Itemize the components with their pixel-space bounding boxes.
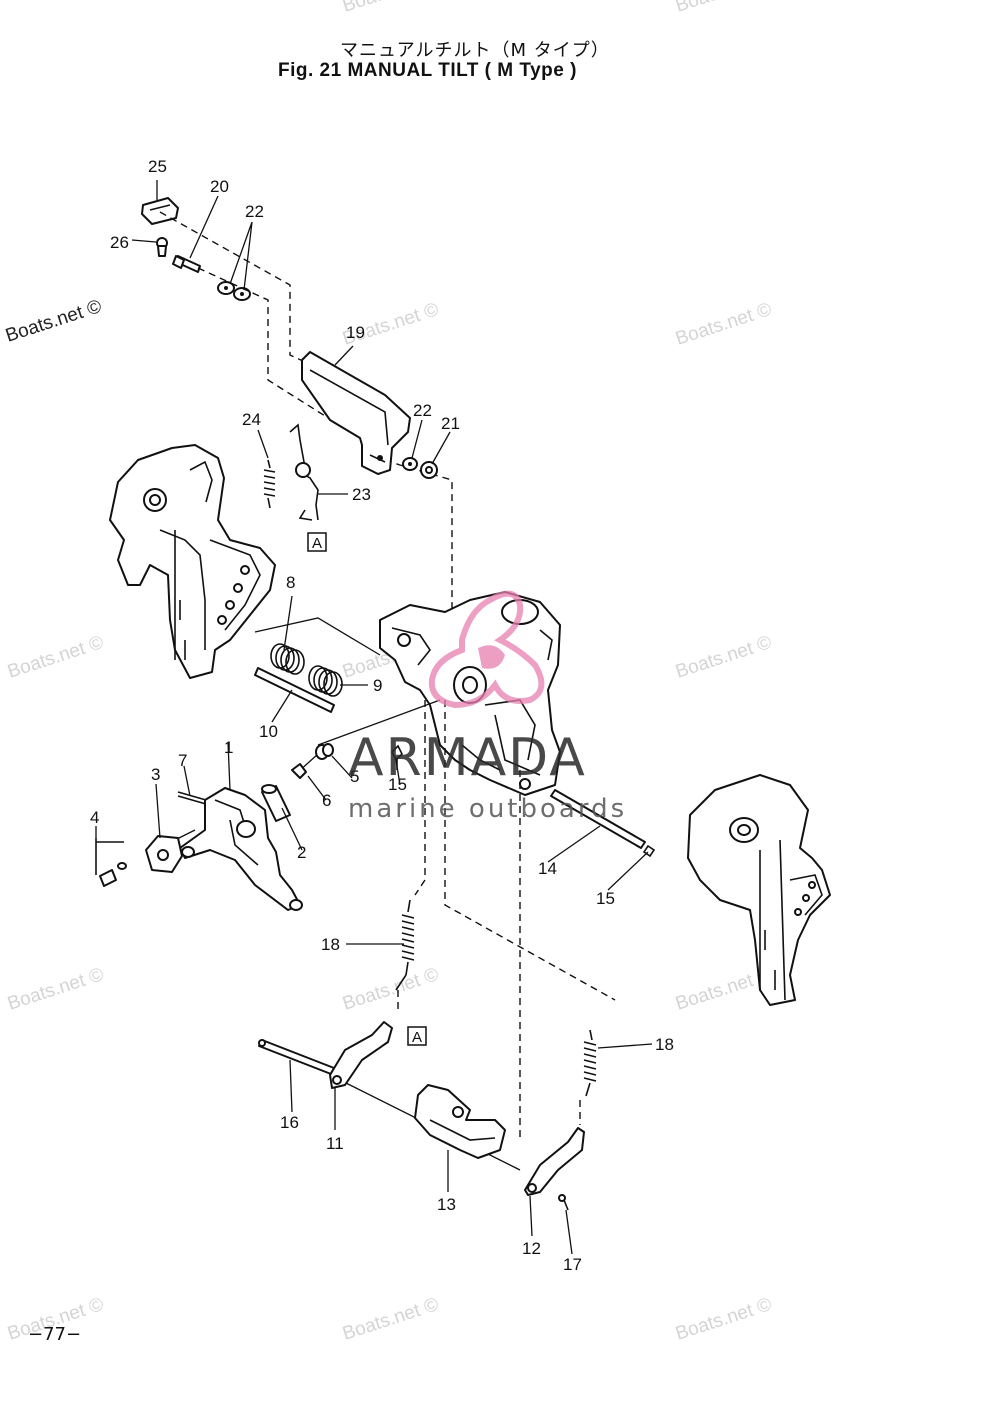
part-5-spring [315, 743, 334, 760]
callout-5: 5 [350, 767, 359, 786]
callout-4: 4 [90, 808, 99, 827]
callout-18: 18 [321, 935, 340, 954]
part-20-bolt [172, 255, 201, 273]
part-13-lever [414, 1084, 506, 1159]
figure-title-japanese: マニュアルチルト（M タイプ） [340, 40, 610, 61]
callout-13: 13 [437, 1195, 456, 1214]
part-10-rod [254, 667, 335, 713]
callout-7: 7 [178, 751, 187, 770]
callout-11: 11 [326, 1134, 344, 1153]
callout-12: 12 [522, 1239, 541, 1258]
part-4-bolt [95, 838, 127, 887]
callout-19: 19 [346, 323, 365, 342]
part-3-plate [145, 835, 183, 873]
armada-logo [428, 590, 545, 709]
callout-25: 25 [148, 157, 167, 176]
assembly-line [197, 267, 361, 439]
leader-lines [95, 180, 653, 1255]
part-25-knob [141, 197, 179, 225]
right-clamp-bracket [687, 774, 831, 1006]
part-14-rod [550, 789, 646, 849]
watermark: Boats.net © [340, 1294, 441, 1345]
assembly-line [159, 211, 306, 363]
part-6-clip [291, 763, 307, 779]
callout-6: 6 [322, 791, 331, 810]
callout-2: 2 [297, 843, 306, 862]
figure-title: Fig. 21 MANUAL TILT ( M Type ) [278, 60, 577, 81]
callout-21: 21 [441, 414, 460, 433]
swivel-bracket [379, 591, 561, 796]
svg-text:A: A [312, 535, 322, 552]
callout-8: 8 [286, 573, 295, 592]
callout-14: 14 [538, 859, 557, 878]
part-15-clip-b [642, 844, 656, 858]
watermark: Boats.net © [673, 632, 774, 683]
callout-10: 10 [259, 722, 278, 741]
callout-16: 16 [280, 1113, 299, 1132]
callout-22: 22 [245, 202, 264, 221]
part-22-washers [217, 281, 251, 301]
assembly-line [254, 617, 381, 656]
assembly-line [384, 459, 453, 610]
assembly-line [317, 699, 441, 746]
callout-15: 15 [596, 889, 615, 908]
part-22-washer-b [402, 457, 418, 471]
reference-marker-a: A [307, 532, 327, 552]
callout-1: 1 [224, 738, 233, 757]
part-23-wire-spring [289, 423, 319, 521]
callout-26: 26 [110, 233, 129, 252]
callout-15: 15 [388, 775, 407, 794]
watermark-layer: Boats.net © Boats.net © Boats.net © Boat… [3, 0, 774, 1345]
part-21-nut [420, 461, 438, 479]
callout-20: 20 [210, 177, 229, 196]
watermark: Boats.net © [340, 0, 441, 17]
left-clamp-bracket [109, 444, 276, 679]
part-24-spring [263, 459, 276, 509]
callout-17: 17 [563, 1255, 582, 1274]
part-16-rod [258, 1039, 335, 1075]
part-19-bracket [301, 351, 411, 475]
reference-marker-a: A [407, 1026, 427, 1046]
part-1-tilt-lever-bracket [179, 787, 303, 911]
page-number: −77− [28, 1324, 82, 1345]
watermark: Boats.net © [673, 0, 774, 17]
part-8-spring [270, 643, 305, 675]
watermark: Boats.net © [673, 299, 774, 350]
part-18-spring-b [583, 1029, 597, 1097]
part-17-pin [558, 1194, 569, 1211]
watermark: Boats.net © [673, 1294, 774, 1345]
brand-tagline: marine outboards [348, 794, 627, 824]
callout-18: 18 [655, 1035, 674, 1054]
part-12-link [524, 1127, 585, 1196]
watermark: Boats.net © [3, 296, 104, 347]
svg-text:A: A [412, 1029, 422, 1046]
callout-labels: 25 20 22 26 19 22 21 24 23 8 9 10 1 7 3 … [90, 157, 674, 1274]
part-26-screw [156, 237, 168, 257]
part-2-pin [261, 784, 291, 822]
part-11-link [329, 1021, 393, 1089]
callout-22: 22 [413, 401, 432, 420]
callout-9: 9 [373, 676, 382, 695]
assembly-line [444, 700, 616, 1001]
watermark: Boats.net © [5, 632, 106, 683]
callout-3: 3 [151, 765, 160, 784]
part-18-spring-a [395, 899, 415, 991]
watermark: Boats.net © [340, 964, 441, 1015]
callout-23: 23 [352, 485, 371, 504]
part-7-pin [177, 791, 207, 805]
callout-24: 24 [242, 410, 261, 429]
watermark: Boats.net © [5, 964, 106, 1015]
brand-name: ARMADA [348, 728, 587, 788]
assembly-line [414, 700, 426, 896]
part-9-spring [308, 665, 343, 697]
